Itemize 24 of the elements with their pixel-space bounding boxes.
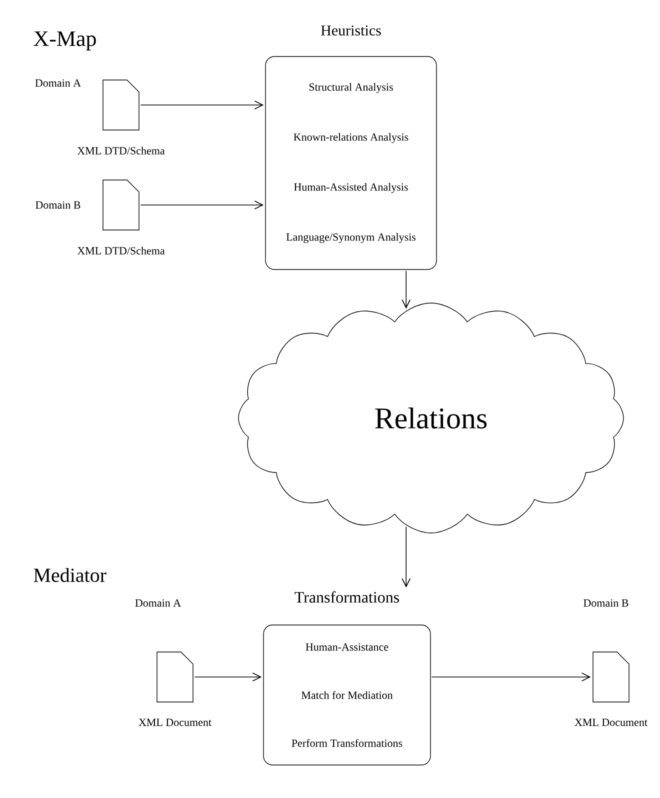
arrow bbox=[431, 672, 591, 682]
box-item: Perform Transformations bbox=[292, 739, 402, 747]
box-item: Known-relations Analysis bbox=[294, 133, 408, 143]
box-item: Match for Mediation bbox=[302, 691, 393, 699]
box-item: Structural Analysis bbox=[309, 83, 393, 93]
domain-label: Domain B bbox=[584, 599, 628, 607]
arrow bbox=[402, 526, 411, 588]
arrow bbox=[194, 672, 262, 682]
arrow bbox=[140, 200, 264, 210]
arrow bbox=[140, 100, 264, 110]
domain-label: Domain A bbox=[135, 599, 181, 607]
arrow bbox=[402, 270, 411, 309]
document: XML Document bbox=[138, 652, 212, 726]
section-title: Mediator bbox=[34, 568, 106, 582]
node-label: XML Document bbox=[138, 718, 212, 726]
box-item: Human-Assistance bbox=[306, 643, 388, 651]
section-title: X-Map bbox=[34, 31, 96, 51]
domain-label: Domain B bbox=[36, 201, 80, 209]
box-item: Human-Assisted Analysis bbox=[294, 183, 408, 193]
node-label: XML Document bbox=[574, 718, 648, 726]
box-item: Language/Synonym Analysis bbox=[286, 233, 416, 243]
box-heading: Transformations bbox=[294, 591, 400, 603]
document: XML Document bbox=[574, 652, 648, 726]
box-heading: Heuristics bbox=[321, 25, 381, 36]
